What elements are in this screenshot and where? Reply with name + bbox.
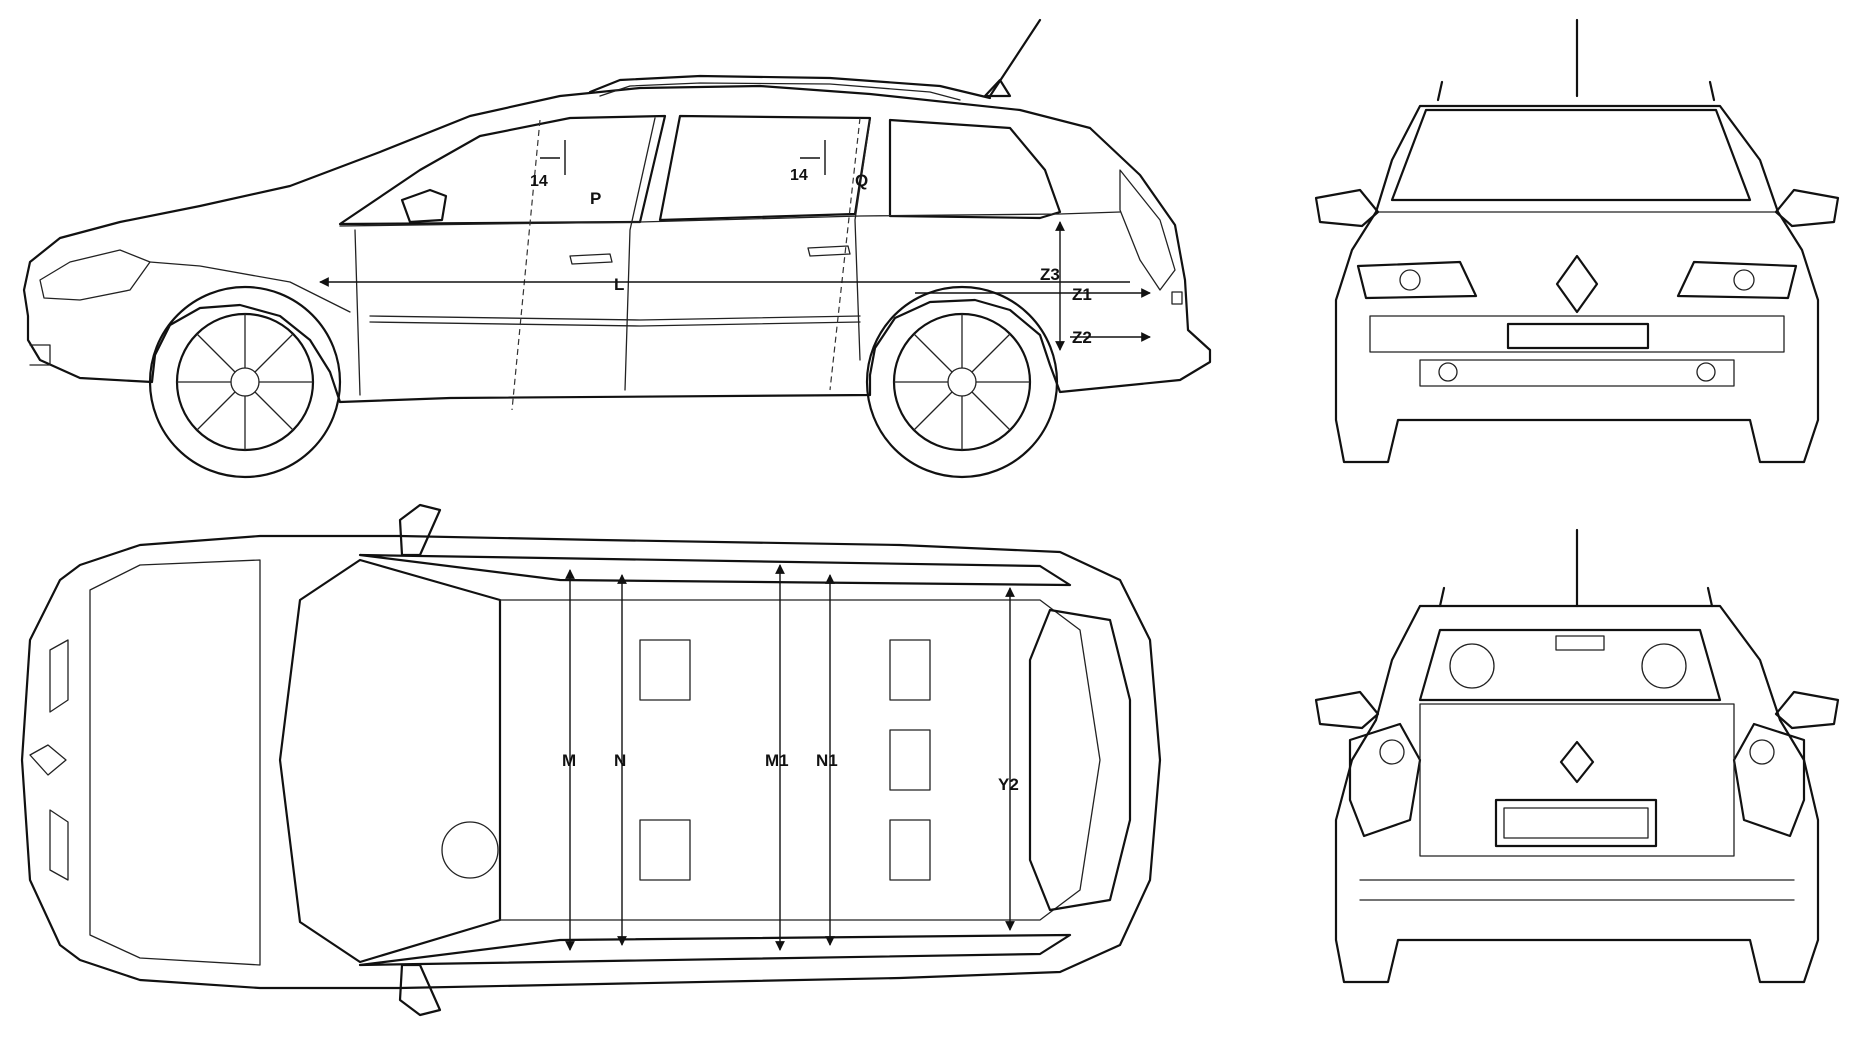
side-mirror — [400, 188, 448, 224]
label-l: L — [614, 275, 624, 294]
front-wheel — [148, 285, 342, 479]
top-view: M N M1 N1 Y2 — [20, 503, 1162, 1017]
mirror-top-left — [398, 503, 442, 557]
roof-rail-left — [358, 553, 1072, 587]
antenna — [988, 18, 1042, 98]
tail-light-left — [1348, 722, 1422, 838]
side-body-outline — [22, 84, 1212, 404]
label-n1: N1 — [816, 751, 838, 770]
rear-view — [1314, 528, 1840, 984]
label-14-front: 14 — [530, 173, 548, 190]
label-p: P — [590, 189, 601, 208]
rear-window — [1418, 628, 1722, 702]
tail-light-right — [1732, 722, 1806, 838]
front-view — [1314, 18, 1840, 464]
rear-mirror-left — [1314, 690, 1380, 730]
label-z2: Z2 — [1072, 328, 1092, 347]
rear-logo — [1559, 740, 1595, 784]
roof-rail-right — [358, 933, 1072, 967]
label-z1: Z1 — [1072, 285, 1092, 304]
front-plate — [1506, 322, 1650, 350]
roof-rail — [588, 74, 992, 100]
label-m1: M1 — [765, 751, 789, 770]
label-n: N — [614, 751, 626, 770]
label-14-rear: 14 — [790, 167, 808, 184]
rear-plate — [1494, 798, 1658, 848]
label-y2: Y2 — [998, 775, 1019, 794]
front-windshield — [1390, 108, 1752, 202]
front-mirror-left — [1314, 188, 1380, 228]
side-window-quarter — [888, 118, 1062, 220]
side-view: 14 14 P Q L Z3 Z1 Z2 — [22, 18, 1212, 479]
side-window-rear — [658, 114, 872, 222]
label-z3: Z3 — [1040, 265, 1060, 284]
headlight-left — [1356, 260, 1478, 300]
rear-glass-top — [1028, 608, 1132, 912]
windshield-top — [278, 558, 502, 964]
rear-mirror-right — [1774, 690, 1840, 730]
headlight-right — [1676, 260, 1798, 300]
rear-wheel — [865, 285, 1059, 479]
front-mirror-right — [1774, 188, 1840, 228]
label-q: Q — [855, 171, 868, 190]
front-logo — [1555, 254, 1599, 314]
mirror-top-right — [398, 963, 442, 1017]
side-window-front — [338, 114, 667, 226]
label-m: M — [562, 751, 576, 770]
roof-top — [499, 599, 1101, 921]
rear-body-outline — [1334, 604, 1820, 984]
